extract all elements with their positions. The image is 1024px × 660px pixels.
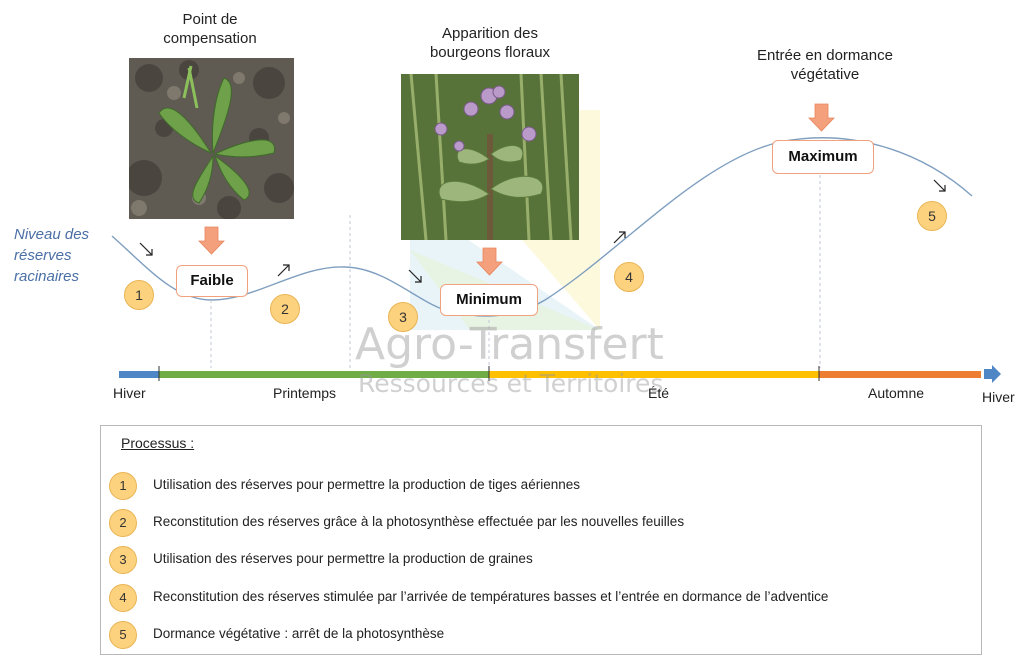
arrow-down-icon (476, 247, 503, 276)
flower-buds-photo (401, 74, 579, 240)
trend-down-icon (139, 242, 153, 256)
season-label-winter-start: Hiver (113, 385, 146, 401)
watermark-tagline: Ressources et Territoires (358, 369, 664, 398)
legend-text: Dormance végétative : arrêt de la photos… (153, 626, 445, 641)
season-bar-winter (119, 371, 159, 378)
legend-badge: 4 (109, 584, 137, 612)
stage-label-dormancy: Entrée en dormance végétative (757, 47, 893, 83)
legend-badge: 1 (109, 472, 137, 500)
season-label-summer: Été (648, 385, 670, 401)
rosette-photo (129, 58, 294, 219)
arrow-down-icon (808, 103, 835, 132)
process-badge-1: 1 (124, 280, 154, 310)
process-legend: Processus : 1 Utilisation des réserves p… (100, 425, 982, 655)
process-badge-2: 2 (270, 294, 300, 324)
legend-badge: 5 (109, 621, 137, 649)
process-badge-3: 3 (388, 302, 418, 332)
process-badge-4: 4 (614, 262, 644, 292)
legend-text: Reconstitution des réserves grâce à la p… (153, 514, 685, 529)
trend-down-icon (933, 179, 946, 192)
legend-text: Utilisation des réserves pour permettre … (153, 551, 533, 566)
season-timeline (119, 365, 1001, 383)
trend-down-icon (408, 269, 422, 283)
trend-up-icon (277, 264, 290, 277)
season-bar-spring (159, 371, 489, 378)
season-bar-summer (489, 371, 819, 378)
legend-badge: 3 (109, 546, 137, 574)
season-label-winter-end: Hiver (982, 389, 1015, 405)
season-label-autumn: Automne (868, 385, 925, 401)
level-box-low: Faible (176, 265, 248, 297)
reserve-level-label: Niveau des réserves racinaires (14, 226, 90, 285)
stage-label-flower-buds: Apparition des bourgeons floraux (429, 25, 551, 61)
legend-title: Processus : (121, 435, 195, 451)
arrow-down-icon (198, 226, 225, 255)
legend-badge: 2 (109, 509, 137, 537)
season-bar-autumn (819, 371, 981, 378)
level-box-minimum: Minimum (440, 284, 538, 316)
process-badge-5: 5 (917, 201, 947, 231)
timeline-arrow-icon (984, 365, 1001, 383)
season-label-spring: Printemps (273, 385, 337, 401)
legend-text: Utilisation des réserves pour permettre … (153, 477, 580, 492)
level-box-maximum: Maximum (772, 140, 874, 174)
stage-label-compensation: Point de compensation (163, 11, 257, 47)
legend-text: Reconstitution des réserves stimulée par… (153, 589, 829, 604)
trend-up-icon (613, 231, 626, 244)
